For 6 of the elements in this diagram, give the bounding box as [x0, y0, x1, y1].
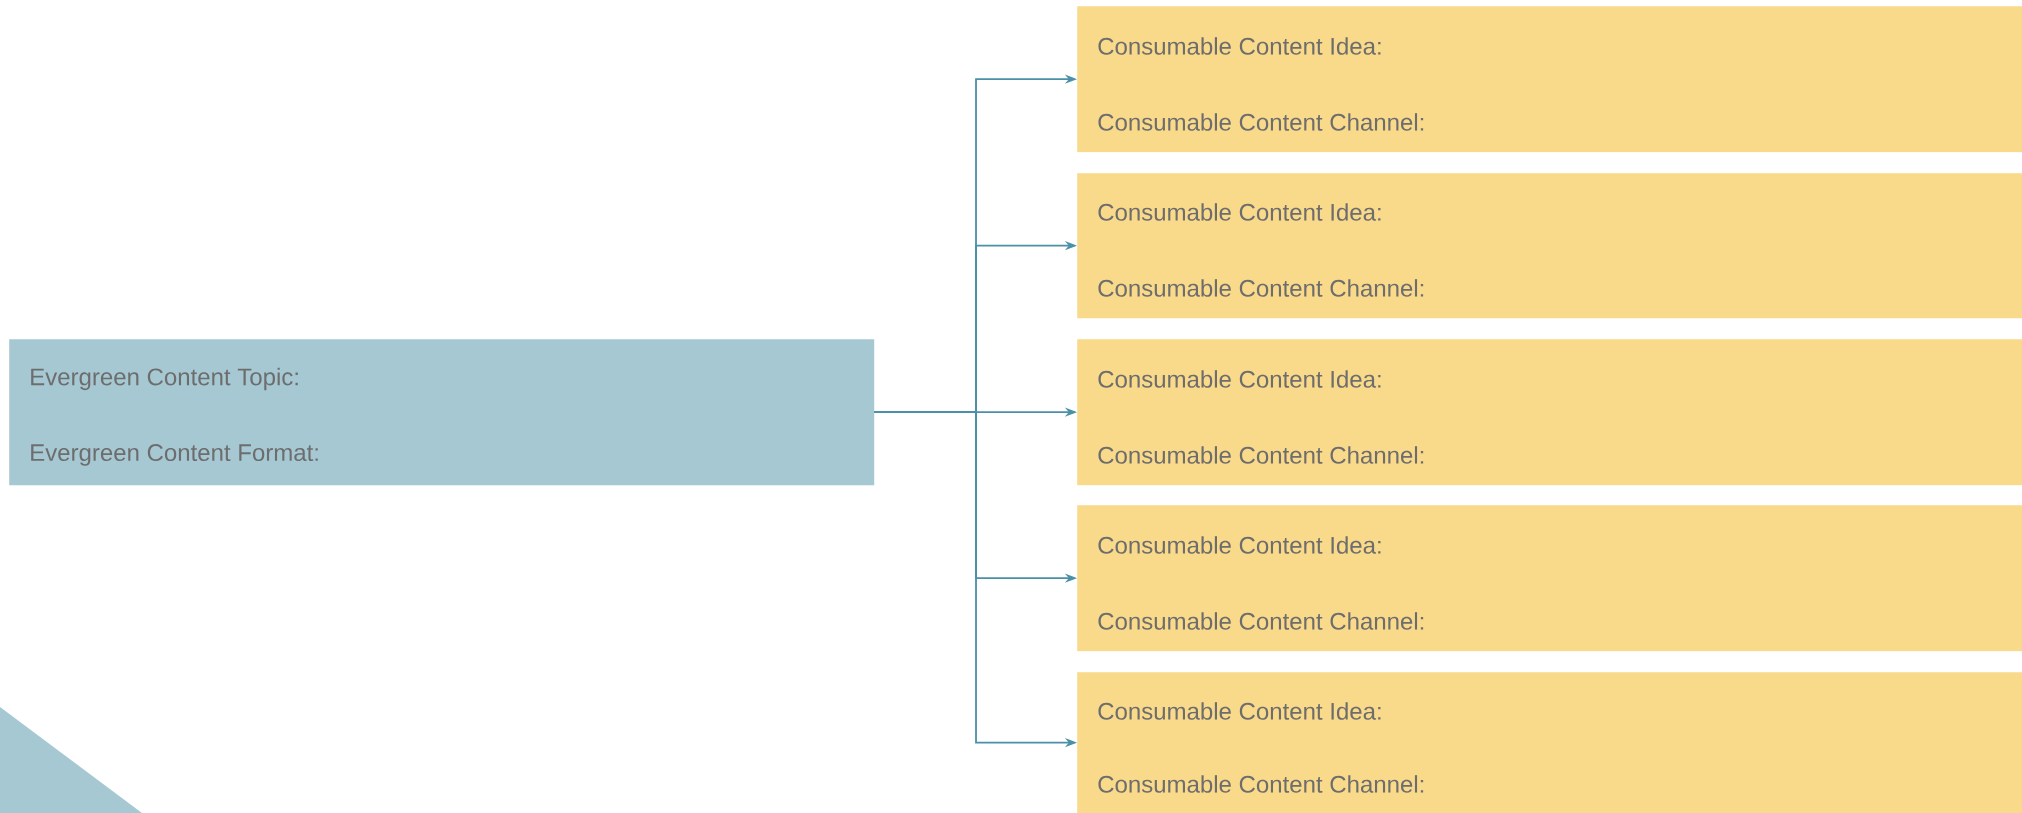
field-box: Evergreen Content Topic: Evergreen Content Format: [9, 339, 875, 486]
field-box: Consumable Content Idea: Consumable Content Channel: [1077, 672, 2022, 813]
field-box: Consumable Content Idea: Consumable Content Channel: [1077, 173, 2022, 319]
field-box: Consumable Content Idea: Consumable Content Channel: [1077, 505, 2022, 652]
field-box: Consumable Content Idea: Consumable Content Channel: [1077, 339, 2022, 486]
field-box: Consumable Content Idea: Consumable Content Channel: [1077, 6, 2022, 153]
